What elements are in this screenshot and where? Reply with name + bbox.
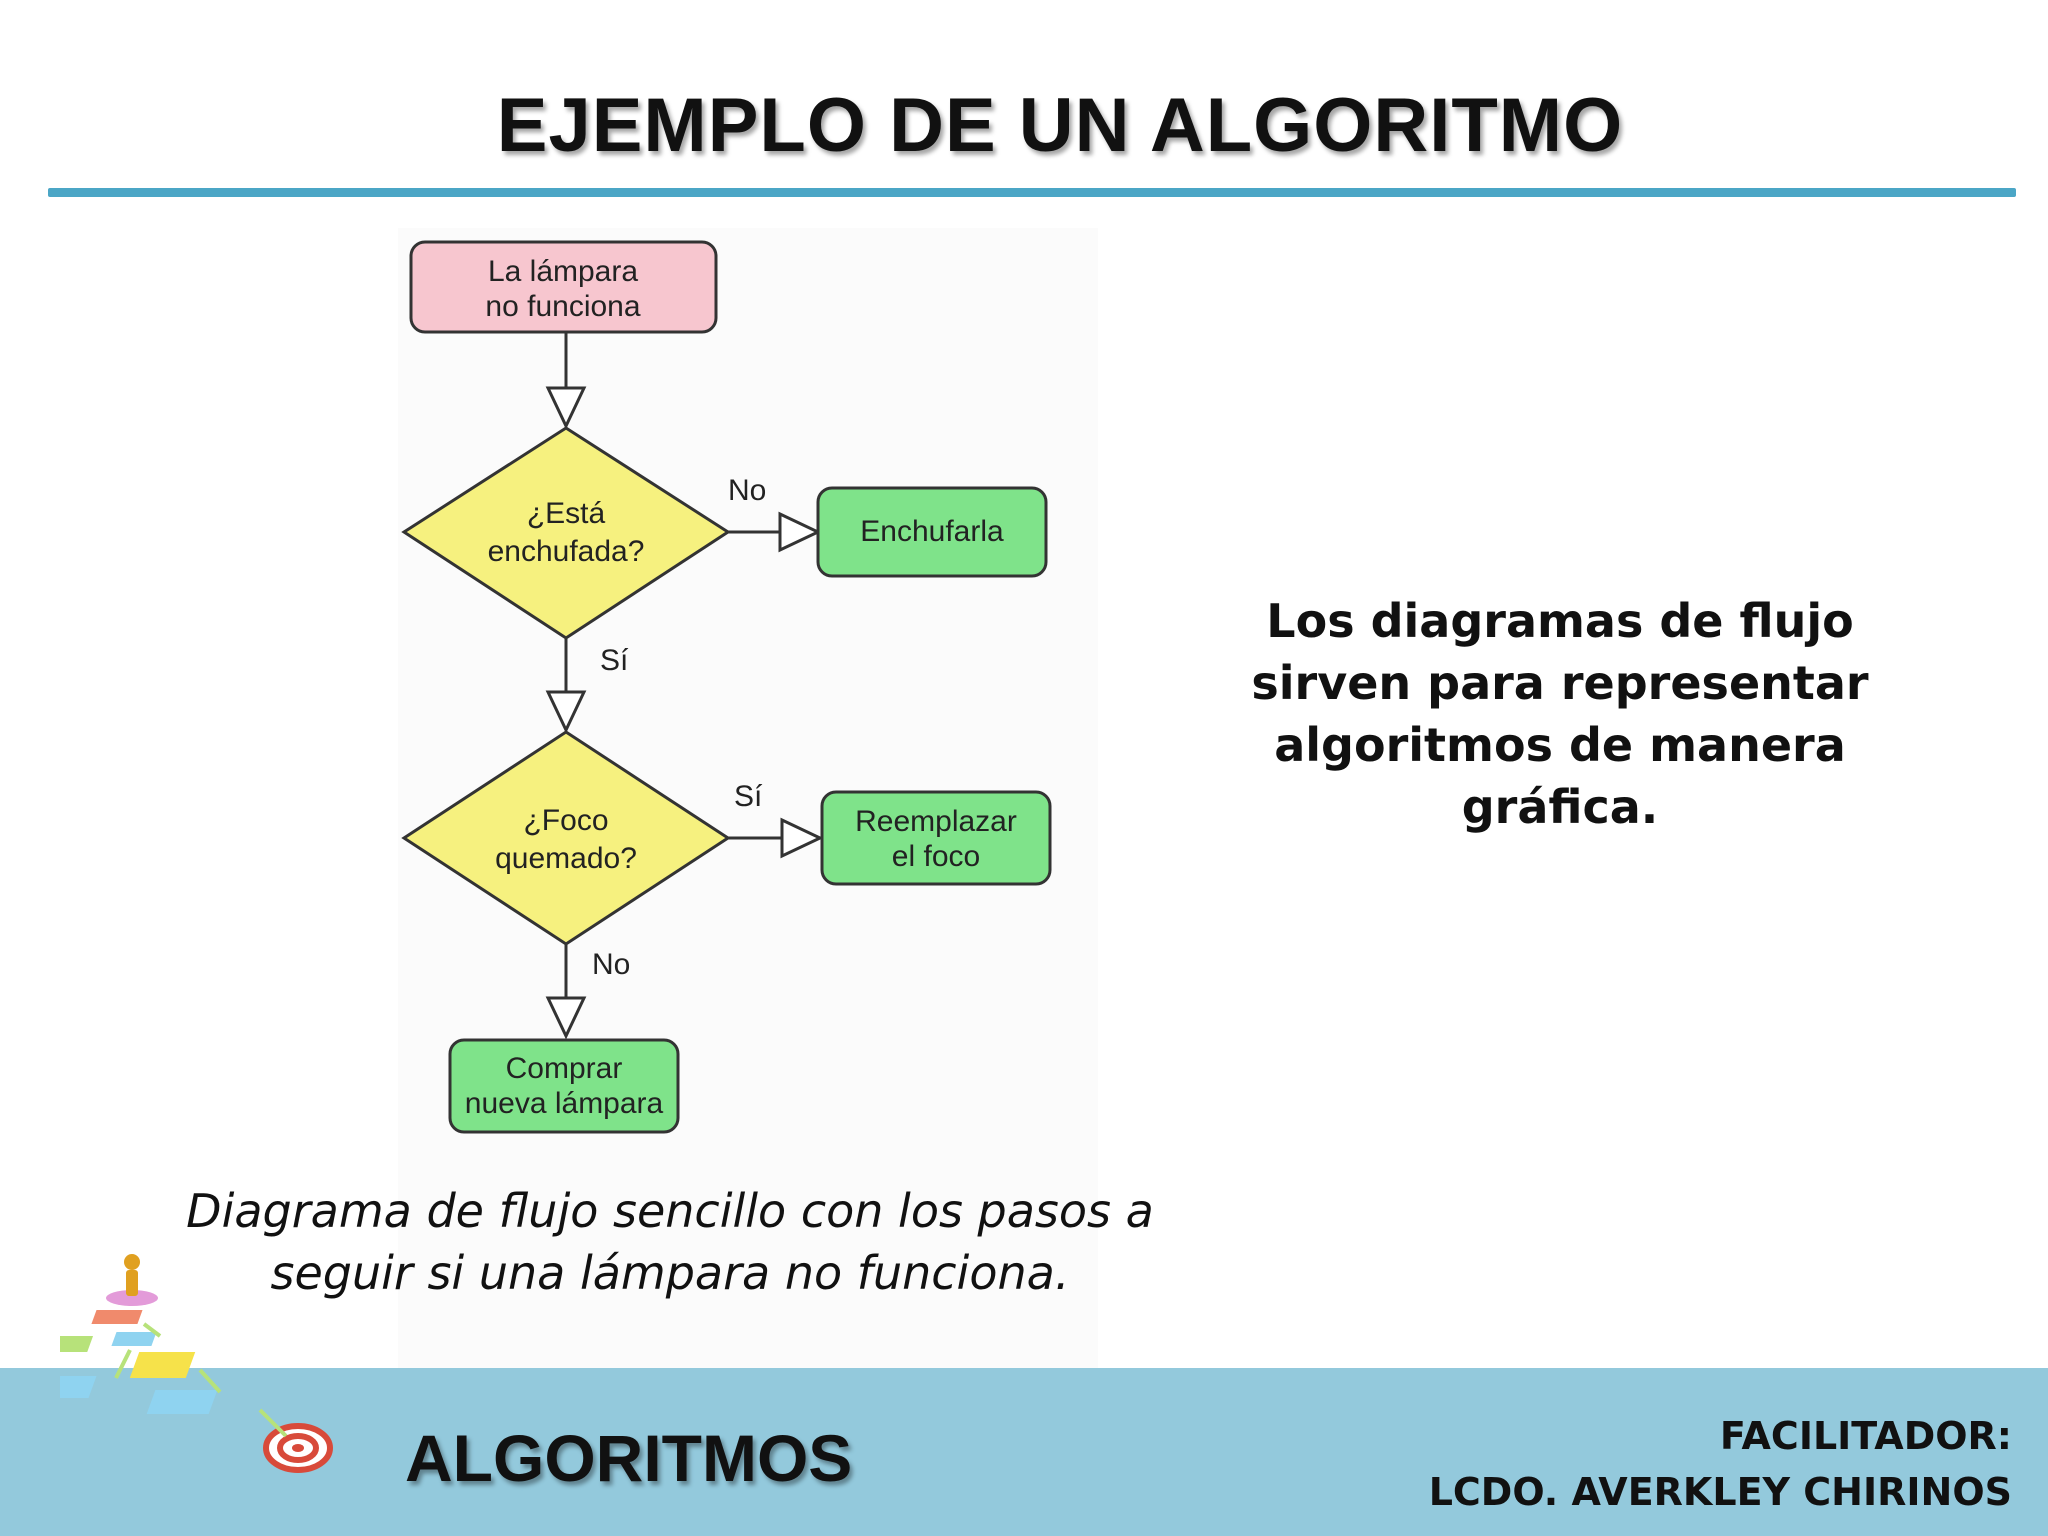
title-divider [48, 188, 2016, 197]
connector-decision1-to-plug [726, 511, 822, 553]
flowchart-diagram: La lámpara no funciona ¿Está enchufada? … [401, 240, 1052, 1134]
decision-bulb-line1: ¿Foco [523, 804, 608, 837]
action-buy-line2: nueva lámpara [465, 1087, 664, 1120]
label-no-bulb: No [592, 948, 630, 981]
decision-bulb: ¿Foco quemado? [401, 730, 731, 946]
label-yes-plugged: Sí [600, 644, 629, 677]
footer-band [0, 1368, 2048, 1536]
action-replace-line1: Reemplazar [855, 805, 1017, 838]
action-replace-line2: el foco [892, 840, 980, 873]
facilitator-name: LCDO. AVERKLEY CHIRINOS [1428, 1470, 2012, 1514]
label-no-plugged: No [728, 474, 766, 507]
facilitator-label: FACILITADOR: [1719, 1414, 2012, 1458]
slide-title: EJEMPLO DE UN ALGORITMO [496, 83, 1624, 168]
footer-title: ALGORITMOS [405, 1421, 853, 1495]
facilitator-block: FACILITADOR: LCDO. AVERKLEY CHIRINOS [1429, 1408, 2012, 1520]
start-node-line1: La lámpara [488, 255, 638, 288]
decision-plugged-line1: ¿Está [527, 497, 606, 530]
action-buy-line1: Comprar [506, 1052, 623, 1085]
decision-plugged-line2: enchufada? [488, 535, 645, 568]
flowchart-logo-icon [60, 1254, 333, 1473]
connector-start-to-decision1 [545, 332, 587, 430]
action-buy-node: Comprar nueva lámpara [448, 1038, 680, 1134]
action-plug-label: Enchufarla [860, 515, 1004, 548]
label-yes-bulb: Sí [734, 780, 763, 813]
side-note: Los diagramas de flujo sirven para repre… [1251, 594, 1869, 834]
action-replace-node: Reemplazar el foco [820, 790, 1052, 886]
decision-bulb-line2: quemado? [495, 842, 637, 875]
connector-decision2-to-buy [545, 944, 587, 1040]
connector-decision1-to-decision2 [545, 638, 587, 734]
start-node-line2: no funciona [485, 290, 640, 323]
decision-plugged: ¿Está enchufada? [401, 426, 731, 640]
diagram-caption: Diagrama de flujo sencillo con los pasos… [186, 1184, 1154, 1300]
action-plug-node: Enchufarla [816, 486, 1048, 578]
connector-decision2-to-replace [726, 817, 824, 859]
start-node: La lámpara no funciona [409, 240, 718, 334]
flowchart-panel: La lámpara no funciona ¿Está enchufada? … [398, 228, 1098, 1368]
